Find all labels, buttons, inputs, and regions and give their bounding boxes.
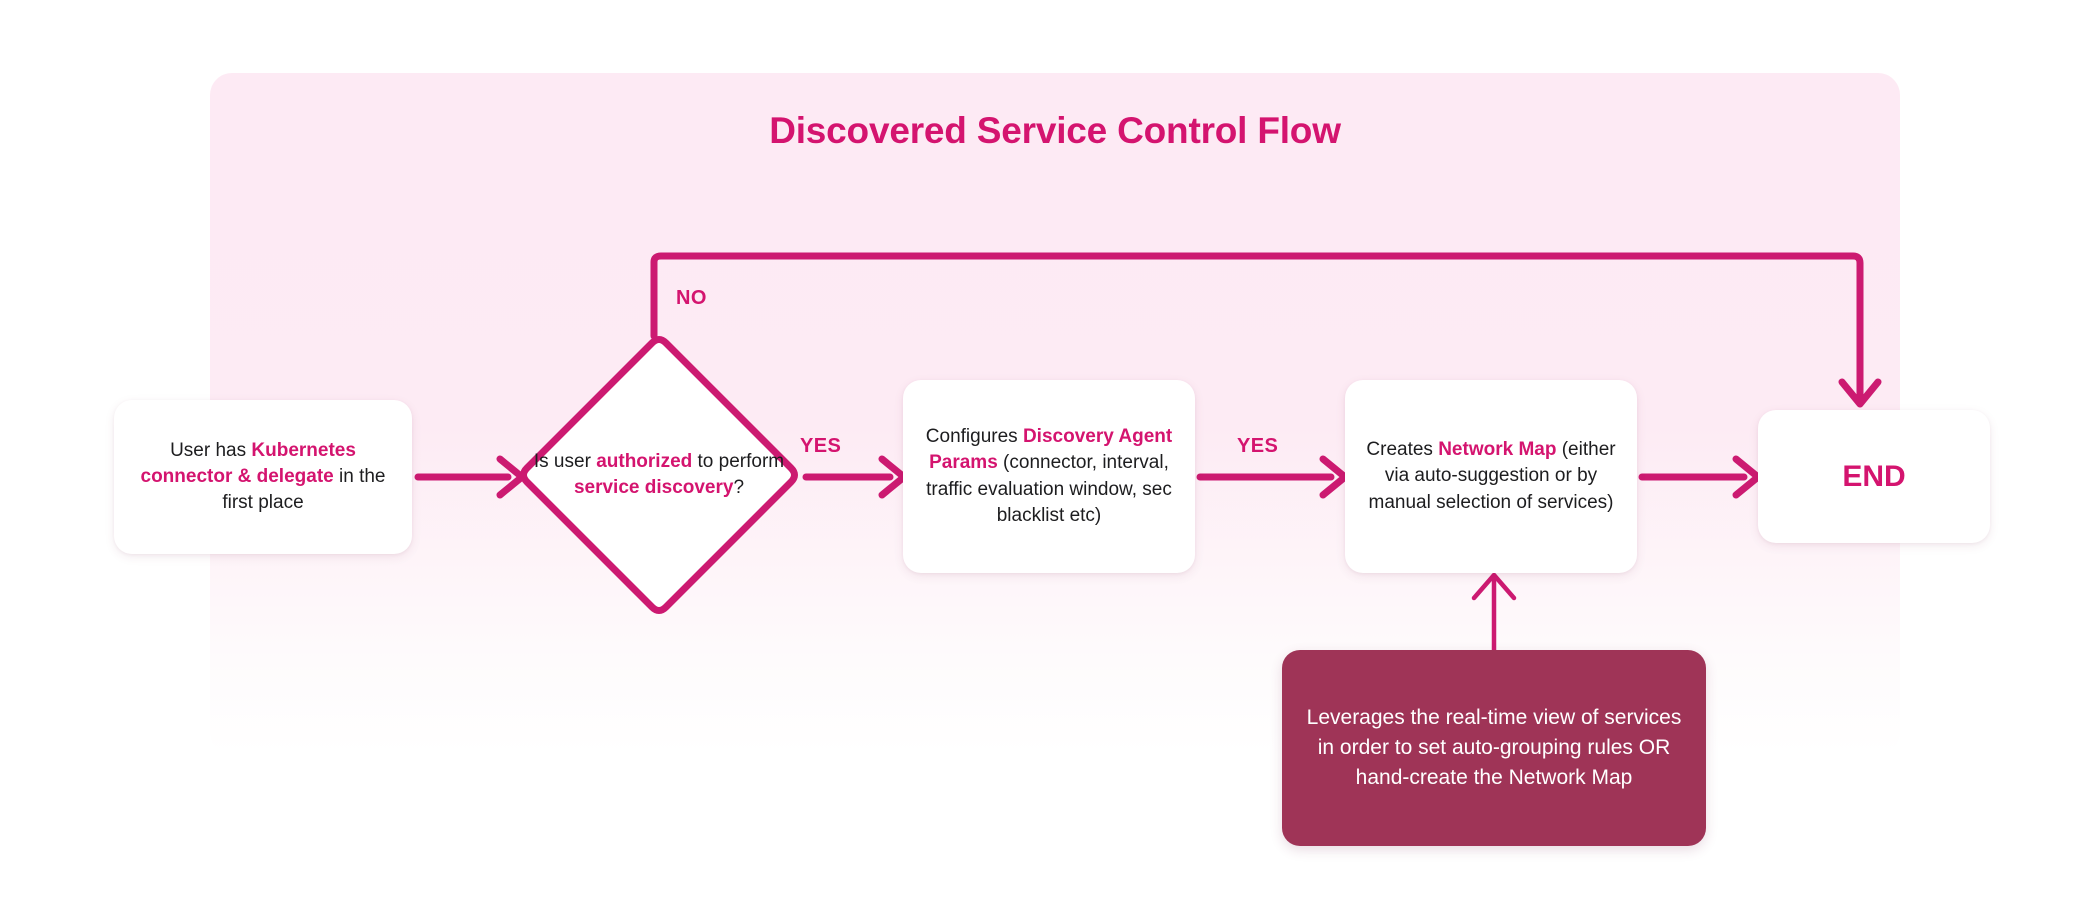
- node-decision-diamond[interactable]: Is user authorized to perform service di…: [520, 336, 798, 614]
- node-config-text-highlight: Discovery Agent Params: [929, 426, 1173, 474]
- node-annotation-note[interactable]: Leverages the real-time view of services…: [1282, 650, 1706, 846]
- diamond-shape: [520, 336, 798, 614]
- node-map-text-plain-2: (either via auto-suggestion or by manual…: [1368, 439, 1616, 513]
- node-start-process[interactable]: User has Kubernetes connector & delegate…: [114, 400, 412, 554]
- edge-label-yes-2: YES: [1237, 435, 1279, 457]
- node-start-text-plain-1: User has: [170, 439, 252, 461]
- node-decision-text-plain-1: Is user: [533, 450, 597, 472]
- edge-label-yes-1: YES: [800, 435, 842, 457]
- node-config-text-plain-1: Configures: [925, 426, 1023, 448]
- node-network-map-process[interactable]: Creates Network Map (either via auto-sug…: [1345, 380, 1637, 573]
- node-map-text-plain-1: Creates: [1366, 439, 1439, 461]
- page-title: Discovered Service Control Flow: [769, 110, 1341, 151]
- node-config-process[interactable]: Configures Discovery Agent Params (conne…: [903, 380, 1195, 573]
- node-map-label: Creates Network Map (either via auto-sug…: [1359, 437, 1623, 516]
- node-note-label: Leverages the real-time view of services…: [1306, 706, 1682, 789]
- node-start-text-highlight: Kubernetes connector & delegate: [140, 439, 356, 487]
- node-end-label: END: [1842, 459, 1906, 493]
- node-decision-text-highlight-2: service discovery: [573, 477, 734, 498]
- edge-label-no: NO: [676, 287, 707, 309]
- node-config-text-plain-2: (connector, interval, traffic evaluation…: [926, 452, 1172, 526]
- node-start-label: User has Kubernetes connector & delegate…: [128, 438, 398, 517]
- node-decision-text-plain-3: ?: [733, 477, 745, 498]
- node-decision-label: Is user authorized to perform service di…: [520, 336, 798, 614]
- node-decision-text-highlight-1: authorized: [596, 450, 693, 472]
- node-decision-text-plain-2: to perform: [692, 450, 785, 472]
- node-config-label: Configures Discovery Agent Params (conne…: [917, 424, 1181, 529]
- node-start-text-plain-2: in the first place: [222, 465, 386, 514]
- node-map-text-highlight: Network Map: [1438, 439, 1557, 461]
- node-end-terminator[interactable]: END: [1758, 410, 1990, 543]
